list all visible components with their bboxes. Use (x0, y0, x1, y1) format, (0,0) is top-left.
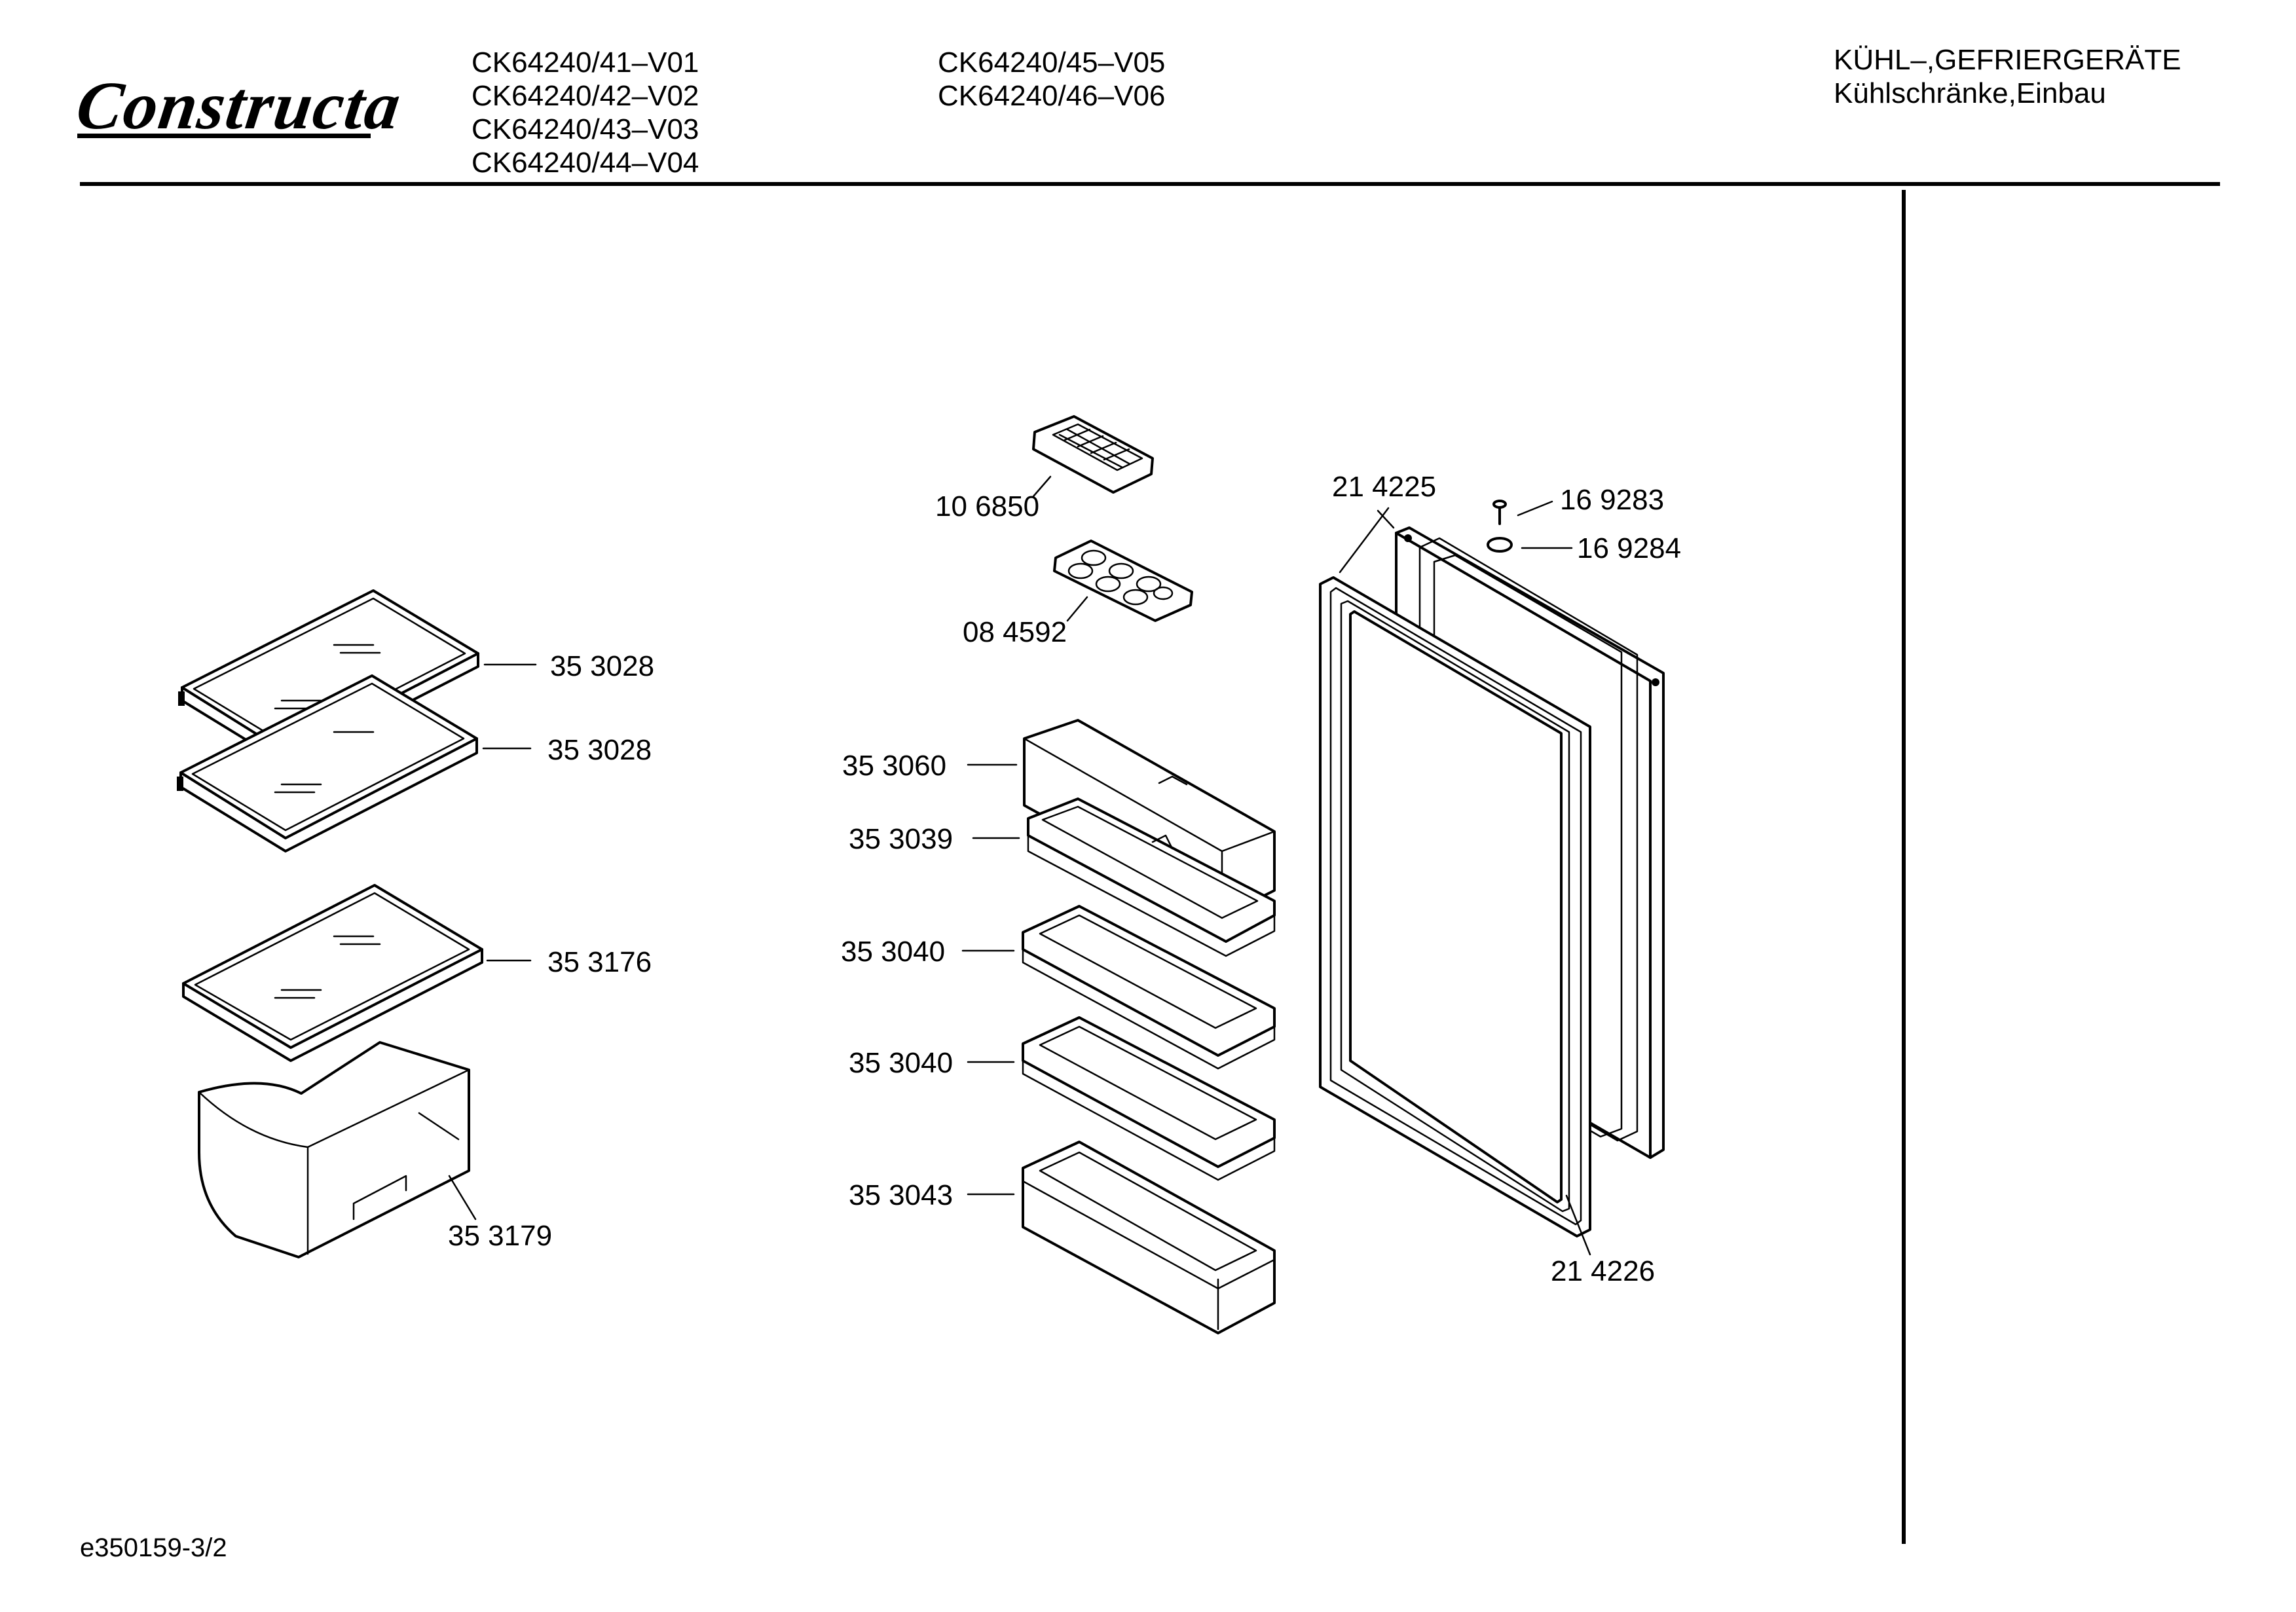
screw (1492, 500, 1553, 525)
part-number-door-shelf-2: 35 3040 (841, 936, 945, 968)
part-number-bottle-shelf: 35 3043 (849, 1179, 953, 1211)
door-shelf-medium-lower (967, 1016, 1276, 1181)
door-gasket (1319, 576, 1591, 1237)
door-shelf-cover (967, 719, 1276, 917)
category-line: KÜHL–,GEFRIERGERÄTE (1834, 44, 2181, 76)
subcategory-line: Kühlschränke,Einbau (1834, 77, 2106, 109)
door-shelf-medium-upper (961, 905, 1276, 1070)
part-number-door-shelf-3: 35 3040 (849, 1047, 953, 1079)
crisper-drawer (198, 1041, 477, 1258)
part-number-shelf-top: 35 3028 (550, 650, 654, 682)
glass-shelf-third (182, 884, 532, 1062)
model-number: CK64240/43–V03 (472, 113, 699, 145)
header-rule (80, 182, 2220, 186)
door-bottle-shelf (967, 1141, 1276, 1334)
cap (1487, 537, 1573, 553)
part-number-ice-tray: 10 6850 (935, 490, 1039, 522)
drawing-code: e350159-3/2 (80, 1533, 227, 1562)
model-number: CK64240/41–V01 (472, 46, 699, 79)
part-number-door-shelf-1: 35 3039 (849, 823, 953, 855)
ice-cube-tray (1032, 415, 1154, 498)
part-number-gasket: 21 4225 (1332, 471, 1436, 503)
product-category: KÜHL–,GEFRIERGERÄTE Kühlschränke,Einbau (1834, 43, 2181, 110)
model-list-left: CK64240/41–V01 CK64240/42–V02 CK64240/43… (472, 46, 699, 179)
model-number: CK64240/45–V05 (938, 46, 1166, 79)
model-number: CK64240/46–V06 (938, 80, 1166, 112)
door-shelf-small (972, 797, 1276, 957)
part-number-egg-tray: 08 4592 (963, 616, 1067, 648)
egg-tray (1053, 540, 1193, 622)
model-list-right: CK64240/45–V05 CK64240/46–V06 (938, 46, 1165, 113)
model-number: CK64240/42–V02 (472, 80, 699, 112)
part-number-shelf-third: 35 3176 (547, 946, 652, 978)
part-number-screw: 16 9283 (1560, 484, 1664, 516)
part-number-cap: 16 9284 (1577, 532, 1681, 564)
part-number-door-frame: 21 4226 (1551, 1255, 1655, 1287)
glass-shelf-second (177, 674, 532, 852)
margin-rule (1902, 190, 1906, 1544)
brand-logo-underline (77, 134, 371, 138)
part-number-door-shelf-cover: 35 3060 (842, 750, 946, 782)
model-number: CK64240/44–V04 (472, 147, 699, 179)
part-number-crisper: 35 3179 (448, 1220, 552, 1252)
part-number-shelf-second: 35 3028 (547, 734, 652, 766)
